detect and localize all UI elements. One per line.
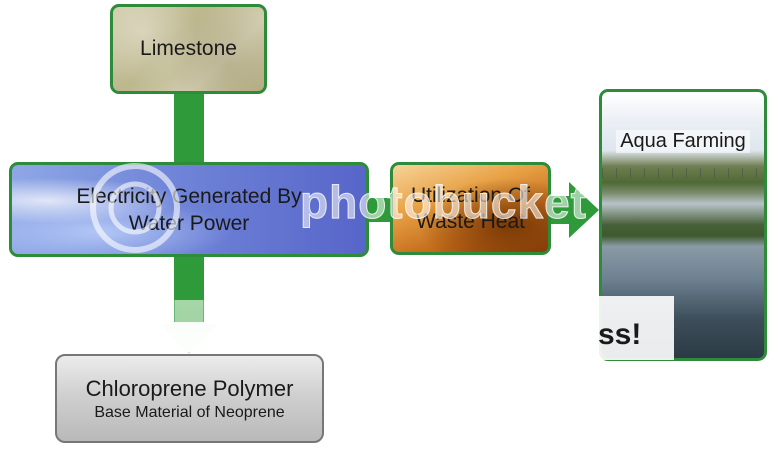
node-waste-heat-line2: Waste Heat bbox=[416, 209, 525, 233]
node-electricity-line1: Electricity Generated By bbox=[76, 184, 302, 208]
arrow-waste-heat-shaft bbox=[551, 196, 571, 224]
arrow-limestone-to-electricity bbox=[174, 94, 204, 164]
node-waste-heat: Utilization Of Waste Heat bbox=[390, 162, 551, 255]
node-chloroprene-subtitle: Base Material of Neoprene bbox=[94, 403, 285, 421]
watermark-strip bbox=[150, 322, 300, 352]
arrow-electricity-to-waste-heat bbox=[369, 198, 392, 222]
node-electricity: Electricity Generated By Water Power bbox=[9, 162, 369, 257]
node-chloroprene: Chloroprene Polymer Base Material of Neo… bbox=[55, 354, 324, 443]
node-waste-heat-line1: Utilization Of bbox=[410, 183, 531, 207]
watermark-corner-text: ss! bbox=[598, 318, 642, 351]
node-aqua-farming: Aqua Farming bbox=[599, 89, 767, 361]
node-electricity-line2: Water Power bbox=[128, 211, 250, 235]
arrow-head-right bbox=[569, 182, 599, 238]
node-limestone: Limestone bbox=[110, 4, 267, 94]
node-limestone-label: Limestone bbox=[140, 37, 237, 60]
watermark-corner-box bbox=[596, 296, 674, 360]
node-chloroprene-title: Chloroprene Polymer bbox=[85, 375, 294, 401]
node-aqua-farming-label: Aqua Farming bbox=[616, 130, 750, 153]
fence-decoration bbox=[602, 168, 764, 178]
